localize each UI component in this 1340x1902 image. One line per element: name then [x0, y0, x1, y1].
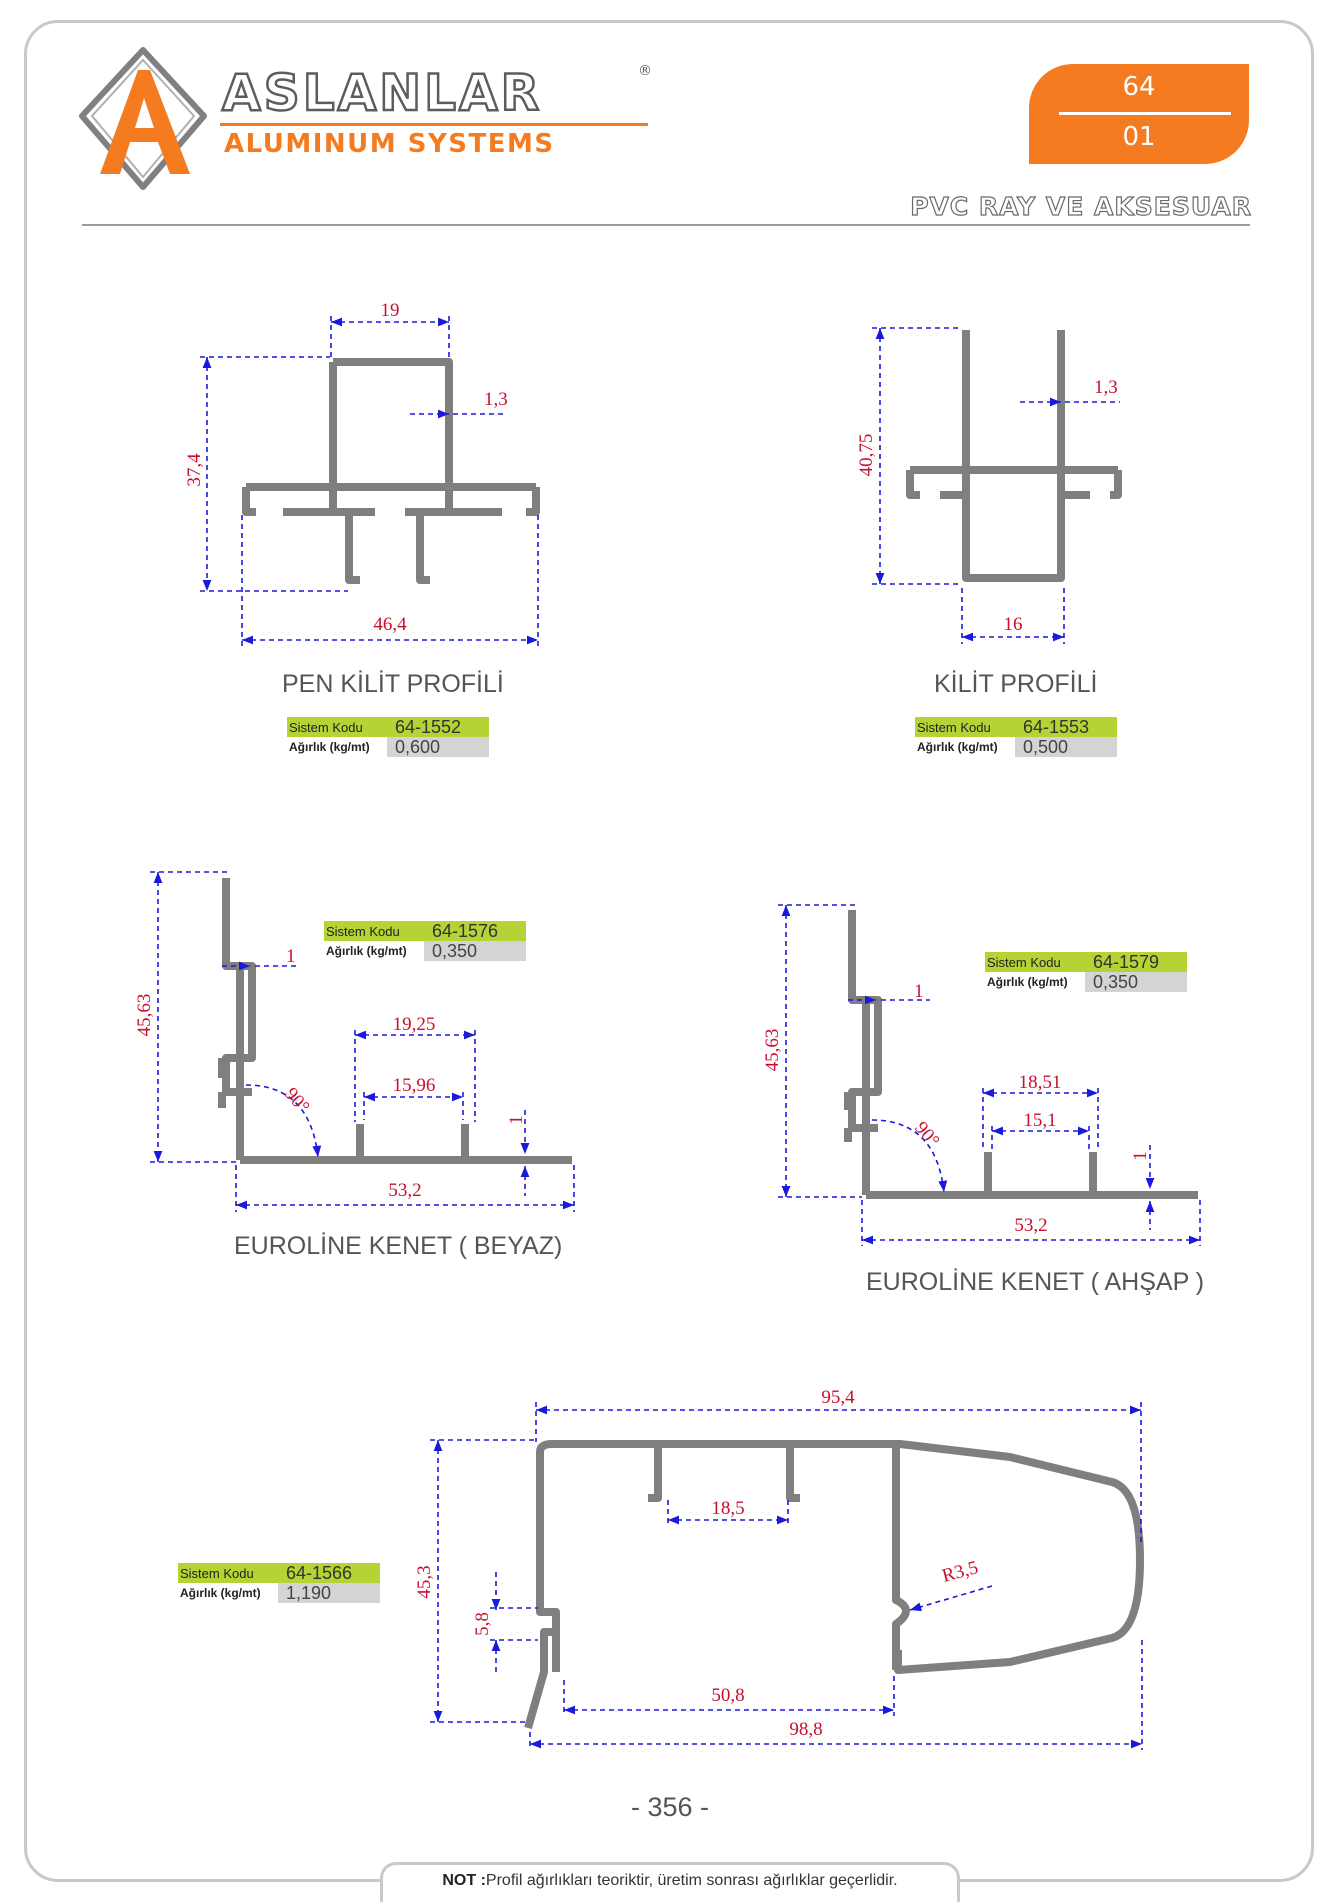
code-label: Sistem Kodu	[987, 954, 1061, 970]
p5-dim-slot: 5,8	[472, 1612, 493, 1636]
weight-label: Ağırlık (kg/mt)	[180, 1586, 261, 1600]
euroline-beyaz-profile-shape	[218, 878, 572, 1164]
weight-label: Ağırlık (kg/mt)	[987, 975, 1068, 989]
weight-label: Ağırlık (kg/mt)	[917, 740, 998, 754]
p1-dim-wall: 1,3	[484, 389, 508, 410]
p3-dim-height: 45,63	[134, 994, 155, 1037]
note-text: Profil ağırlıkları teoriktir, üretim son…	[485, 1872, 898, 1889]
p2-dim-height: 40,75	[856, 434, 877, 477]
p3-dim-outer: 19,25	[393, 1014, 436, 1035]
p2-dim-width: 16	[1004, 614, 1023, 635]
pen-kilit-profile-shape	[242, 358, 540, 584]
p5-dim-radius: R3,5	[940, 1557, 981, 1587]
p3-dim-base: 1	[506, 1115, 527, 1125]
p3-dim-wall: 1	[286, 946, 296, 967]
weight-label: Ağırlık (kg/mt)	[289, 740, 370, 754]
weight-value: 0,350	[1093, 971, 1139, 992]
code-value: 64-1579	[1093, 951, 1160, 972]
code-label: Sistem Kodu	[180, 1565, 254, 1581]
footer-note: NOT :Profil ağırlıkları teoriktir, üreti…	[0, 1872, 1340, 1890]
weight-value: 1,190	[286, 1582, 332, 1603]
p3-dim-inner: 15,96	[393, 1075, 436, 1096]
badge-divider	[1059, 112, 1231, 115]
code-label: Sistem Kodu	[289, 719, 363, 735]
brand-divider	[220, 123, 648, 126]
note-prefix: NOT :	[442, 1872, 486, 1889]
p4-dim-wall: 1	[914, 981, 924, 1002]
code-label: Sistem Kodu	[917, 719, 991, 735]
euroline-ahsap-profile-shape	[844, 910, 1198, 1199]
profile-name-euroline-beyaz: EUROLİNE KENET ( BEYAZ)	[234, 1232, 563, 1260]
code-label: Sistem Kodu	[326, 923, 400, 939]
page-number: - 356 -	[630, 1792, 710, 1822]
header-rule	[82, 224, 1250, 226]
info-box-64-1576: Sistem Kodu 64-1576 Ağırlık (kg/mt) 0,350	[324, 921, 526, 961]
code-value: 64-1553	[1023, 716, 1090, 737]
profile-name-euroline-ahsap: EUROLİNE KENET ( AHŞAP )	[866, 1268, 1205, 1296]
p1-dim-height: 37,4	[184, 453, 205, 487]
p3-dim-width: 53,2	[388, 1180, 421, 1201]
p2-dim-wall: 1,3	[1094, 377, 1118, 398]
info-box-64-1553: Sistem Kodu 64-1553 Ağırlık (kg/mt) 0,500	[915, 717, 1117, 757]
info-box-64-1579: Sistem Kodu 64-1579 Ağırlık (kg/mt) 0,350	[985, 952, 1187, 992]
p5-dim-bottom-inner: 50,8	[711, 1685, 744, 1706]
brand-subtitle: ALUMINUM SYSTEMS	[224, 129, 555, 159]
badge-page-code: 01	[1122, 122, 1156, 152]
section-title: PVC RAY VE AKSESUAR	[910, 191, 1252, 221]
weight-value: 0,600	[395, 736, 441, 757]
p4-dim-angle: 90°	[910, 1118, 943, 1152]
brand-name: ASLANLAR	[221, 64, 543, 122]
profile-name-pen-kilit: PEN KİLİT PROFİLİ	[282, 670, 504, 698]
p5-dim-inner-top: 18,5	[711, 1498, 744, 1519]
code-value: 64-1566	[286, 1562, 353, 1583]
p4-dim-height: 45,63	[762, 1029, 783, 1072]
registered-mark: ®	[638, 63, 652, 79]
kilit-profile-shape	[906, 330, 1122, 582]
aslanlar-logo-icon	[79, 47, 207, 190]
p3-dim-angle: 90°	[280, 1084, 313, 1118]
p5-dim-bottom: 98,8	[789, 1719, 822, 1740]
p4-dim-width: 53,2	[1014, 1215, 1047, 1236]
p4-dim-base: 1	[1130, 1151, 1151, 1161]
p4-dim-outer: 18,51	[1019, 1072, 1062, 1093]
p1-dim-width: 46,4	[373, 614, 407, 635]
code-value: 64-1552	[395, 716, 462, 737]
p1-dim-top: 19	[381, 300, 400, 321]
badge-series: 64	[1122, 72, 1156, 102]
p5-dim-height: 45,3	[414, 1565, 435, 1598]
rail-1566-profile-shape	[524, 1440, 1144, 1730]
p4-dim-inner: 15,1	[1023, 1110, 1056, 1131]
weight-label: Ağırlık (kg/mt)	[326, 944, 407, 958]
series-badge: 64 01	[1029, 64, 1249, 164]
weight-value: 0,350	[432, 940, 478, 961]
profile-name-kilit: KİLİT PROFİLİ	[934, 670, 1098, 698]
p5-dim-top: 95,4	[821, 1387, 855, 1408]
info-box-64-1566: Sistem Kodu 64-1566 Ağırlık (kg/mt) 1,190	[178, 1563, 380, 1603]
weight-value: 0,500	[1023, 736, 1069, 757]
code-value: 64-1576	[432, 920, 499, 941]
info-box-64-1552: Sistem Kodu 64-1552 Ağırlık (kg/mt) 0,600	[287, 717, 489, 757]
